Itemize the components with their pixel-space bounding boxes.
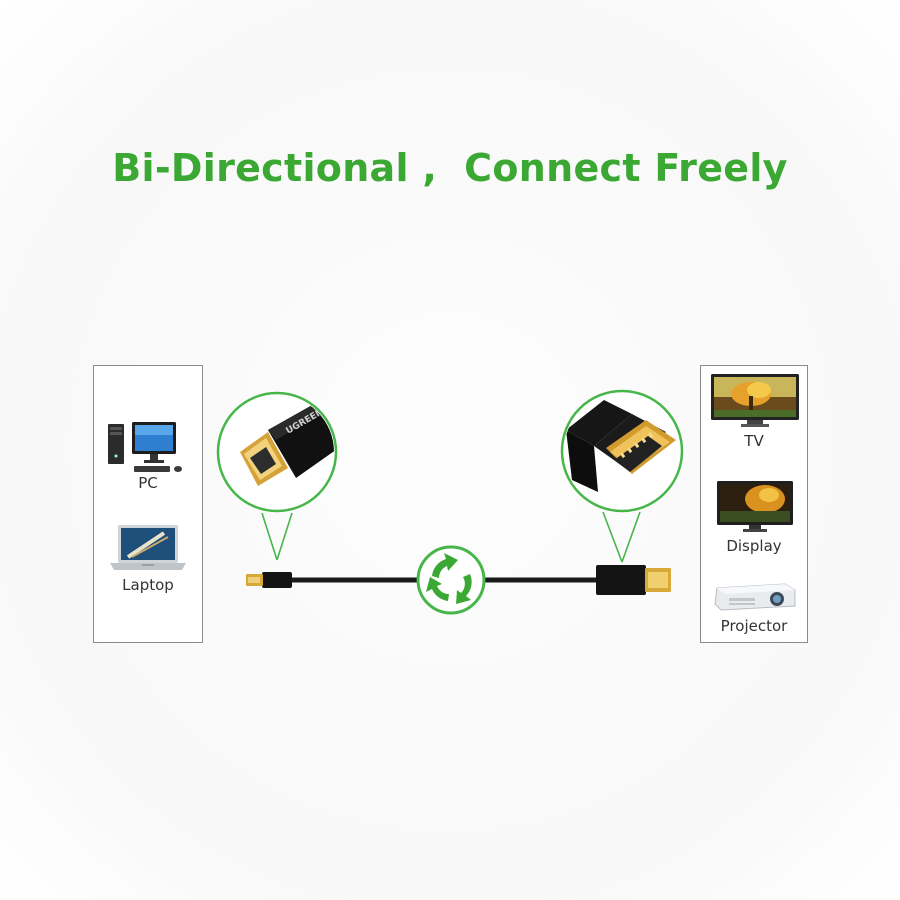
device-label-display: Display: [726, 537, 782, 555]
bidirectional-arrows-icon: [416, 545, 486, 615]
displayport-connector-icon: [560, 389, 684, 513]
target-devices-box: TV Display Projector: [700, 365, 808, 643]
device-label-pc: PC: [138, 474, 158, 492]
monitor-display-icon: [715, 481, 795, 538]
projector-icon: [711, 576, 799, 621]
headline-title: Bi-Directional , Connect Freely: [112, 146, 788, 190]
mini-displayport-connector-icon: UGREEN: [216, 391, 338, 513]
device-label-tv: TV: [744, 432, 764, 450]
device-label-laptop: Laptop: [122, 576, 174, 594]
mini-displayport-plug: [246, 572, 292, 588]
desktop-pc-icon: [106, 418, 190, 483]
device-label-projector: Projector: [720, 617, 788, 635]
displayport-plug: [596, 565, 671, 595]
right-callout-pointer: [602, 511, 641, 563]
source-devices-box: PC Laptop: [93, 365, 203, 643]
tv-icon: [711, 374, 799, 433]
laptop-icon: [108, 523, 188, 578]
left-callout-pointer: [261, 512, 293, 561]
